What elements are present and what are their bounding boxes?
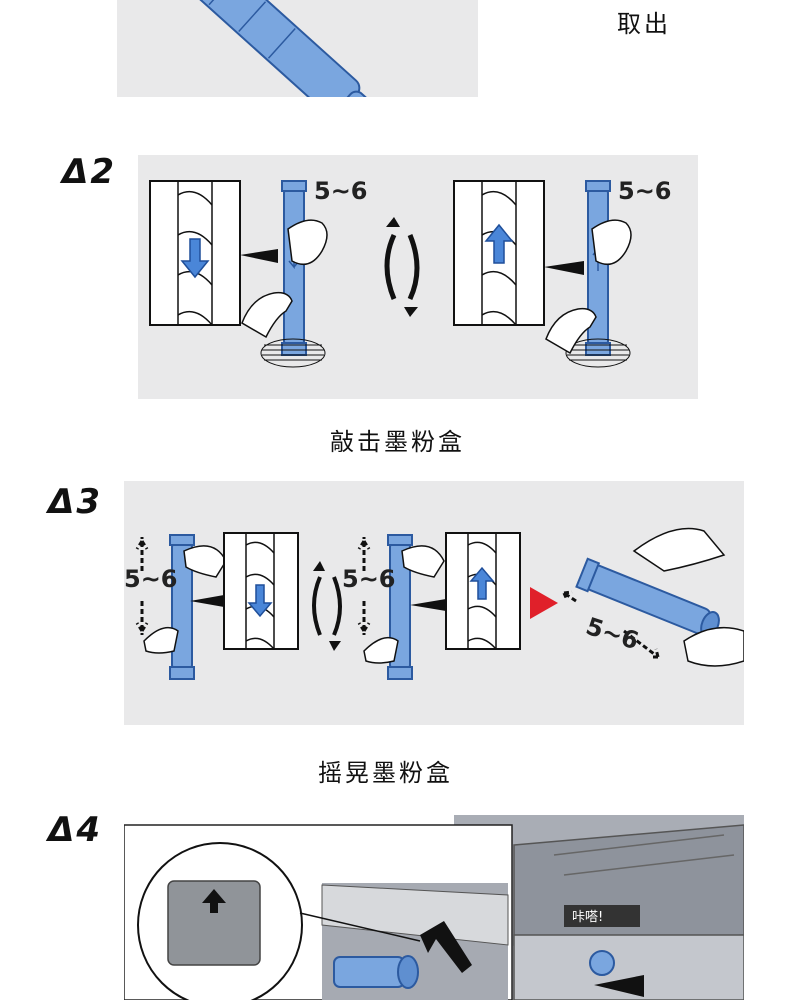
top-illustration-panel xyxy=(117,0,478,97)
toner-cartridge-icon xyxy=(333,955,419,989)
tap-toner-illustration: 5~6 5~6 xyxy=(149,177,672,368)
hand-icon xyxy=(632,527,726,572)
down-arrow-icon xyxy=(247,584,273,618)
hand-icon xyxy=(545,307,597,355)
shake-count-left: 5~6 xyxy=(124,565,178,593)
push-arrow-icon xyxy=(594,975,644,997)
spiral-inset-up xyxy=(445,532,521,650)
spiral-inset-down xyxy=(149,180,241,326)
step4-illustration: 咔嗒! xyxy=(124,815,744,1000)
shake-count-mid: 5~6 xyxy=(342,565,396,593)
toner-cartridge-icon xyxy=(589,950,615,976)
tap-count-right: 5~6 xyxy=(618,177,672,205)
up-arrow-icon xyxy=(484,223,514,264)
rotate-arrows-icon xyxy=(384,233,420,301)
hand-icon xyxy=(401,545,445,578)
up-arrow-icon xyxy=(469,566,495,600)
hand-icon xyxy=(363,636,399,664)
spiral-inset-down xyxy=(223,532,299,650)
tap-count-left: 5~6 xyxy=(314,177,368,205)
step3-label: Δ3 xyxy=(48,482,102,522)
toner-cartridge-icon xyxy=(281,180,307,356)
step2-label: Δ2 xyxy=(62,152,116,192)
toner-cartridge-icon xyxy=(585,180,611,356)
push-arrow-icon xyxy=(420,921,472,973)
hand-icon xyxy=(683,626,744,667)
spiral-inset-up xyxy=(453,180,545,326)
down-arrow-icon xyxy=(180,238,210,279)
step3-illustration-panel: 5~6 5~6 xyxy=(124,481,744,725)
hand-icon xyxy=(183,545,227,578)
toner-cartridge-icon xyxy=(188,0,370,97)
next-step-arrow-icon xyxy=(530,587,558,619)
hand-icon xyxy=(241,291,293,339)
shake-toner-illustration: 5~6 5~6 xyxy=(124,527,744,680)
rotate-arrows-icon xyxy=(312,576,342,636)
step2-illustration-panel: 5~6 5~6 xyxy=(138,155,698,399)
hand-icon xyxy=(591,219,632,266)
up-arrow-icon xyxy=(202,889,226,913)
step4-label: Δ4 xyxy=(48,810,102,850)
step2-caption: 敲击墨粉盒 xyxy=(330,428,465,456)
hand-icon xyxy=(143,626,179,654)
top-caption: 取出 xyxy=(617,10,671,38)
shake-count-right: 5~6 xyxy=(583,612,643,655)
step3-caption: 摇晃墨粉盒 xyxy=(318,759,453,787)
click-badge xyxy=(564,905,640,927)
click-badge-text: 咔嗒! xyxy=(572,910,603,925)
hand-icon xyxy=(287,219,328,266)
